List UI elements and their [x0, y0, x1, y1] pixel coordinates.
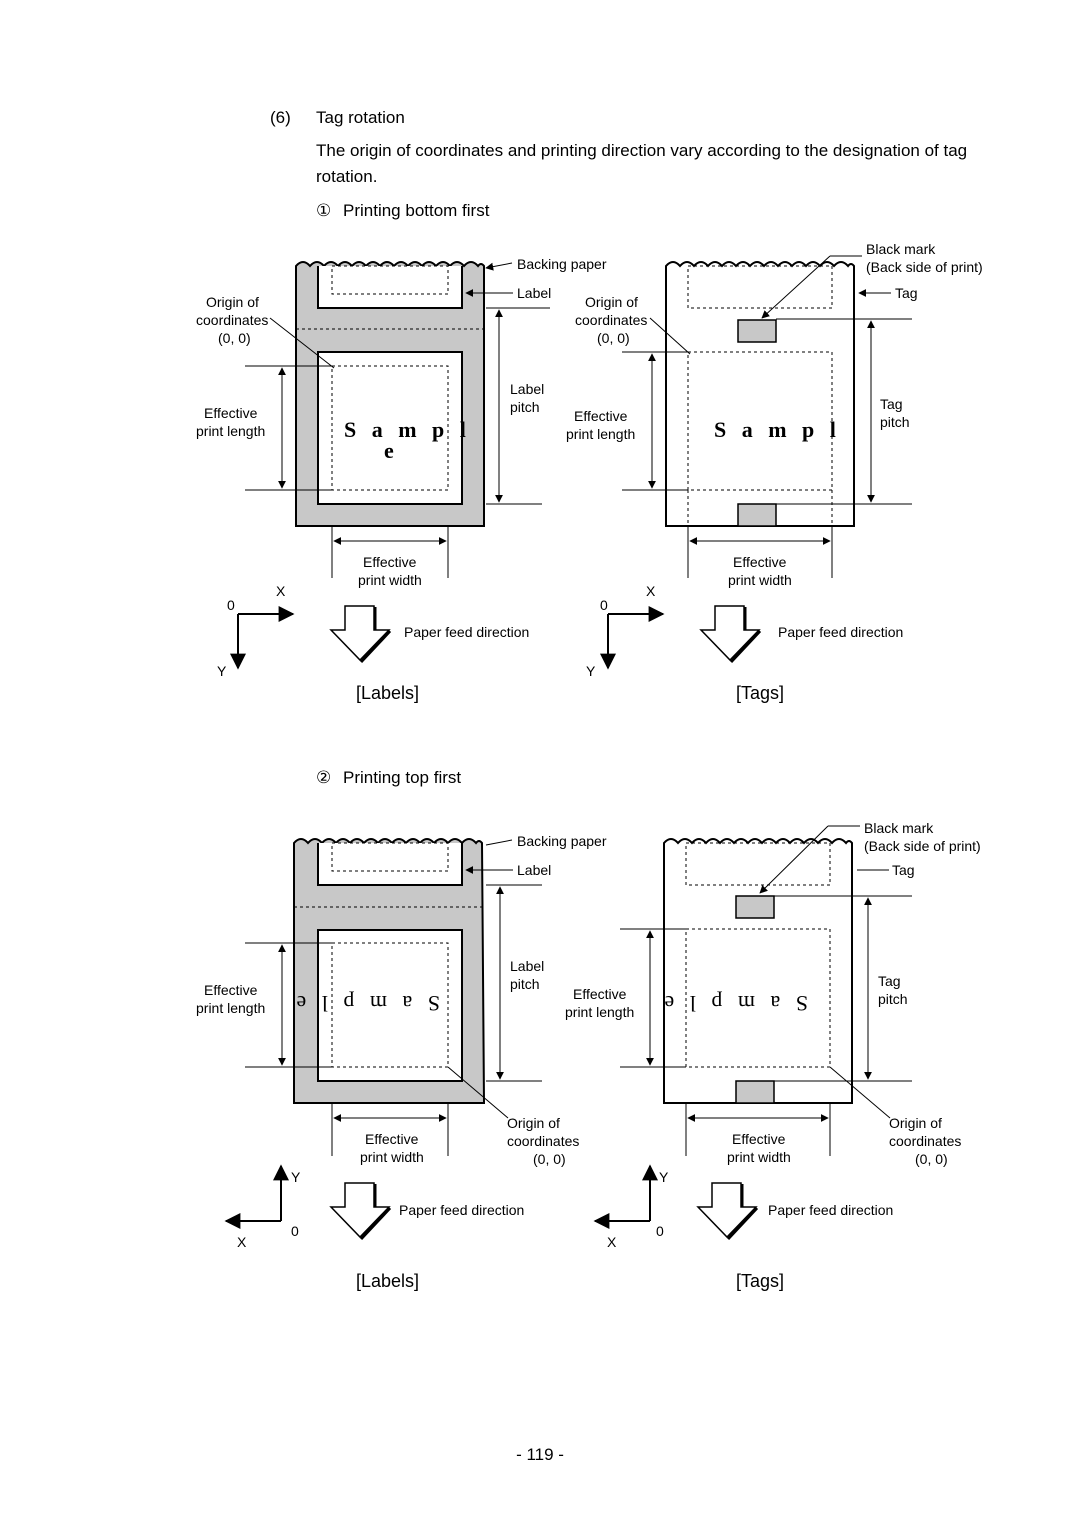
- svg-text:Tag: Tag: [880, 396, 903, 412]
- subsection-title-2: Printing top first: [343, 768, 462, 787]
- svg-text:Effective: Effective: [573, 986, 627, 1002]
- svg-text:Effective: Effective: [733, 554, 787, 570]
- backing-paper-label: Backing paper: [517, 256, 607, 272]
- svg-text:X: X: [607, 1234, 617, 1250]
- svg-text:print length: print length: [565, 1004, 634, 1020]
- svg-text:(0, 0): (0, 0): [218, 330, 251, 346]
- black-mark: [737, 503, 777, 527]
- svg-text:(0, 0): (0, 0): [597, 330, 630, 346]
- paper-feed-arrow: [696, 1182, 758, 1239]
- svg-text:print length: print length: [196, 1000, 265, 1016]
- svg-text:(0, 0): (0, 0): [533, 1151, 566, 1167]
- tags-diagram-bottom-first: S a m p l Black mark (Back side of print…: [566, 241, 983, 703]
- svg-text:coordinates: coordinates: [889, 1133, 961, 1149]
- svg-text:print width: print width: [360, 1149, 424, 1165]
- svg-text:Label: Label: [510, 958, 544, 974]
- labels-caption: [Labels]: [356, 683, 419, 703]
- svg-text:Effective: Effective: [204, 405, 258, 421]
- svg-text:Tag: Tag: [892, 862, 915, 878]
- svg-text:pitch: pitch: [510, 399, 540, 415]
- svg-text:print length: print length: [196, 423, 265, 439]
- svg-text:Effective: Effective: [365, 1131, 419, 1147]
- svg-text:coordinates: coordinates: [507, 1133, 579, 1149]
- svg-text:Origin of: Origin of: [507, 1115, 560, 1131]
- svg-text:X: X: [237, 1234, 247, 1250]
- paper-feed-arrow: [329, 605, 391, 662]
- svg-text:Paper feed direction: Paper feed direction: [399, 1202, 524, 1218]
- label: [317, 351, 463, 505]
- svg-text:Y: Y: [659, 1169, 669, 1185]
- svg-text:Label: Label: [510, 381, 544, 397]
- svg-text:pitch: pitch: [880, 414, 910, 430]
- svg-text:Origin of: Origin of: [889, 1115, 942, 1131]
- svg-text:print width: print width: [727, 1149, 791, 1165]
- page-number: - 119 -: [516, 1445, 564, 1464]
- svg-text:(Back side of print): (Back side of print): [866, 259, 983, 275]
- svg-text:Origin of: Origin of: [585, 294, 638, 310]
- section-number: (6): [270, 108, 291, 127]
- svg-text:print length: print length: [566, 426, 635, 442]
- svg-text:[Tags]: [Tags]: [736, 1271, 784, 1291]
- svg-text:Paper feed direction: Paper feed direction: [778, 624, 903, 640]
- svg-text:[Labels]: [Labels]: [356, 1271, 419, 1291]
- svg-text:Y: Y: [291, 1169, 301, 1185]
- svg-text:0: 0: [600, 597, 608, 613]
- section-intro: The origin of coordinates and printing d…: [316, 141, 968, 186]
- tags-caption: [Tags]: [736, 683, 784, 703]
- svg-text:Black mark: Black mark: [866, 241, 936, 257]
- svg-text:Effective: Effective: [204, 982, 258, 998]
- svg-text:Backing paper: Backing paper: [517, 833, 607, 849]
- labels-diagram-bottom-first: S a m p l e Backing paper Label Label pi…: [196, 256, 607, 703]
- previous-label: [317, 266, 463, 309]
- sample-text: S a m p l: [344, 417, 471, 442]
- svg-text:S a m p l: S a m p l: [714, 417, 841, 442]
- tag-stock: [663, 838, 853, 1104]
- svg-text:print width: print width: [358, 572, 422, 588]
- svg-text:0: 0: [227, 597, 235, 613]
- black-mark: [735, 1080, 775, 1104]
- black-mark: [735, 895, 775, 919]
- svg-text:coordinates: coordinates: [575, 312, 647, 328]
- svg-text:Label: Label: [517, 862, 551, 878]
- svg-text:Tag: Tag: [895, 285, 918, 301]
- svg-text:0: 0: [291, 1223, 299, 1239]
- tag-stock: [665, 261, 855, 527]
- svg-text:Effective: Effective: [732, 1131, 786, 1147]
- svg-text:Effective: Effective: [363, 554, 417, 570]
- svg-text:X: X: [646, 583, 656, 599]
- svg-text:0: 0: [656, 1223, 664, 1239]
- svg-text:Paper feed direction: Paper feed direction: [768, 1202, 893, 1218]
- svg-text:X: X: [276, 583, 286, 599]
- svg-text:pitch: pitch: [878, 991, 908, 1007]
- svg-text:(Back side of print): (Back side of print): [864, 838, 981, 854]
- subsection-marker-1: ①: [316, 201, 332, 220]
- svg-text:Paper feed direction: Paper feed direction: [404, 624, 529, 640]
- svg-text:Black mark: Black mark: [864, 820, 934, 836]
- label: [317, 929, 463, 1082]
- svg-text:Tag: Tag: [878, 973, 901, 989]
- svg-text:S a m p l e: S a m p l e: [660, 991, 809, 1016]
- svg-text:pitch: pitch: [510, 976, 540, 992]
- svg-text:print width: print width: [728, 572, 792, 588]
- paper-feed-arrow: [699, 605, 761, 662]
- svg-text:coordinates: coordinates: [196, 312, 268, 328]
- svg-text:Origin of: Origin of: [206, 294, 259, 310]
- svg-text:e: e: [384, 438, 399, 463]
- svg-text:(0, 0): (0, 0): [915, 1151, 948, 1167]
- paper-feed-arrow: [329, 1182, 391, 1239]
- svg-text:Effective: Effective: [574, 408, 628, 424]
- svg-text:Y: Y: [586, 663, 596, 679]
- section-title: Tag rotation: [316, 108, 405, 127]
- sample-text-rotated: S a m p l e: [292, 991, 441, 1016]
- labels-diagram-top-first: S a m p l e Backing paper Label Label pi…: [196, 833, 607, 1291]
- svg-text:Y: Y: [217, 663, 227, 679]
- black-mark: [737, 319, 777, 343]
- subsection-title-1: Printing bottom first: [343, 201, 490, 220]
- subsection-marker-2: ②: [316, 768, 332, 787]
- tags-diagram-top-first: S a m p l e Black mark (Back side of pri…: [565, 820, 981, 1291]
- label-label: Label: [517, 285, 551, 301]
